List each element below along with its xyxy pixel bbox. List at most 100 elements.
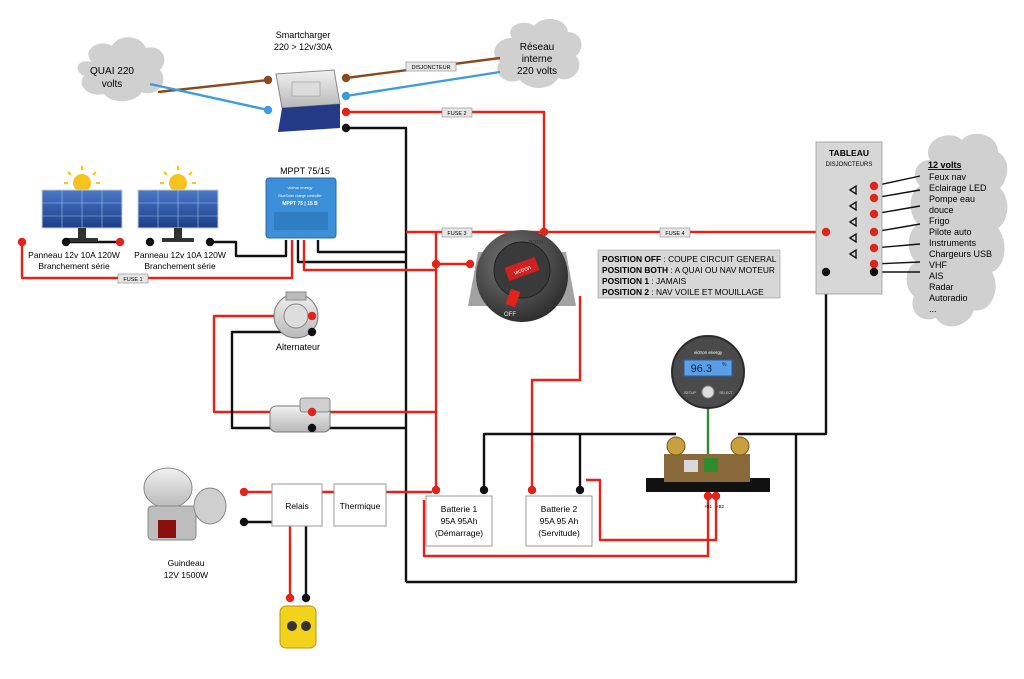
quai-label-1: QUAI 220	[90, 66, 134, 77]
battery-switch: victron BOTH OFF	[468, 230, 576, 322]
disjoncteur-tag	[405, 61, 457, 72]
circuit-item: Chargeurs USB	[929, 249, 992, 259]
fuse2-label: FUSE 2	[447, 111, 466, 117]
terminal-dot	[821, 267, 831, 277]
terminal-dot	[205, 237, 215, 247]
circuit-item: Radar	[929, 282, 954, 292]
windlass-remote	[279, 605, 317, 649]
shunt-b2: +B2	[716, 504, 725, 509]
batterie-2: Batterie 2 95A 95 Ah (Servitude)	[525, 495, 593, 547]
thermique-label: Thermique	[340, 501, 381, 511]
terminal-dot	[539, 227, 549, 237]
position-off: POSITION OFF : COUPE CIRCUIT GENERAL	[602, 254, 777, 264]
thermique: Thermique	[333, 483, 387, 527]
switch-off-label: OFF	[504, 312, 516, 318]
quai-label-2: volts	[102, 79, 123, 90]
sun-icon	[169, 174, 187, 192]
smartcharger-label-2: 220 > 12v/30A	[274, 42, 332, 52]
terminal-dot	[431, 485, 441, 495]
fuse1-label: FUSE 1	[123, 277, 142, 283]
position-both: POSITION BOTH : A QUAI OU NAV MOTEUR	[602, 265, 775, 275]
solar-panel-1: Panneau 12v 10A 120W Branchement série	[28, 166, 123, 271]
terminal-dot	[263, 105, 273, 115]
circuit-item: Eclairage LED	[929, 183, 987, 193]
batterie2-label-3: (Servitude)	[538, 528, 580, 538]
batterie2-label-2: 95A 95 Ah	[540, 516, 579, 526]
terminal-dot	[307, 407, 317, 417]
terminal-dot	[703, 491, 713, 501]
reseau-label-1: Réseau	[520, 42, 554, 53]
terminal-dot	[301, 593, 311, 603]
circuit-item: Pilote auto	[929, 227, 972, 237]
alternateur-label: Alternateur	[276, 342, 320, 352]
panel2-label-1: Panneau 12v 10A 120W	[134, 250, 226, 260]
terminal-dot	[263, 75, 273, 85]
terminal-dot	[239, 517, 249, 527]
tableau-title: TABLEAU	[829, 148, 869, 158]
solar-panel-2: Panneau 12v 10A 120W Branchement série	[134, 166, 226, 271]
mppt-line1: BlueSolar charge controller	[278, 194, 322, 198]
mppt-line2: MPPT 75 | 15 B	[282, 201, 318, 207]
fuse4-tag	[659, 227, 691, 238]
terminal-dot	[17, 237, 27, 247]
circuit-item: Feux nav	[929, 172, 967, 182]
batterie2-label-1: Batterie 2	[541, 504, 578, 514]
fuse3-label: FUSE 3	[447, 231, 466, 237]
terminal-dots	[17, 73, 879, 603]
guindeau-label-1: Guindeau	[168, 558, 205, 568]
terminal-dot	[869, 243, 879, 253]
mppt-brand: victron energy	[287, 185, 312, 190]
volts-title: 12 volts	[928, 160, 962, 170]
terminal-dot	[341, 107, 351, 117]
batterie1-label-1: Batterie 1	[441, 504, 478, 514]
reseau-label-3: 220 volts	[517, 66, 557, 77]
shunt-b1: +B1	[704, 504, 713, 509]
disjoncteur-label: DISJONCTEUR	[411, 65, 450, 71]
terminal-dot	[239, 487, 249, 497]
smartcharger: Smartcharger 220 > 12v/30A	[274, 30, 341, 132]
batterie1-label-2: 95A 95Ah	[441, 516, 478, 526]
shunt: +B1 +B2	[646, 436, 770, 509]
terminal-dot	[285, 593, 295, 603]
guindeau-label-2: 12V 1500W	[164, 570, 208, 580]
batterie1-label-3: (Démarrage)	[435, 528, 483, 538]
terminal-dot	[341, 73, 351, 83]
terminal-dot	[341, 91, 351, 101]
relais: Relais	[271, 483, 323, 527]
circuit-item: VHF	[929, 260, 948, 270]
terminal-dot	[307, 423, 317, 433]
mppt-title: MPPT 75/15	[280, 166, 330, 176]
terminal-dot	[307, 311, 317, 321]
starter-motor	[269, 397, 331, 433]
circuit-item: Pompe eau	[929, 194, 975, 204]
monitor-setup: SETUP	[684, 391, 696, 395]
terminal-dot	[431, 259, 441, 269]
terminal-dot	[869, 209, 879, 219]
switch-brand: victron	[513, 265, 532, 277]
guindeau: Guindeau 12V 1500W	[143, 467, 227, 580]
terminal-dot	[341, 123, 351, 133]
panel1-label-1: Panneau 12v 10A 120W	[28, 250, 120, 260]
terminal-dot	[869, 227, 879, 237]
tableau-subtitle: DISJONCTEURS	[826, 162, 873, 168]
reseau-label-2: interne	[522, 54, 553, 65]
mppt-controller: MPPT 75/15 victron energy BlueSolar char…	[265, 166, 337, 239]
fuse3-tag	[441, 227, 473, 238]
fuse2-tag	[441, 107, 473, 118]
panel1-label-2: Branchement série	[38, 261, 110, 271]
terminal-dot	[307, 327, 317, 337]
tableau: TABLEAU DISJONCTEURS	[815, 141, 883, 295]
switch-both-label: BOTH	[529, 240, 543, 246]
terminal-dot	[575, 485, 585, 495]
terminal-dot	[821, 227, 831, 237]
monitor-unit: %	[722, 362, 727, 368]
circuit-item: Instruments	[929, 238, 977, 248]
terminal-dot	[145, 237, 155, 247]
fuse-tags: DISJONCTEUR FUSE 2 FUSE 3 FUSE 4 FUSE 1	[117, 61, 691, 284]
terminal-dot	[869, 267, 879, 277]
smartcharger-label-1: Smartcharger	[276, 30, 331, 40]
terminal-dot	[869, 193, 879, 203]
